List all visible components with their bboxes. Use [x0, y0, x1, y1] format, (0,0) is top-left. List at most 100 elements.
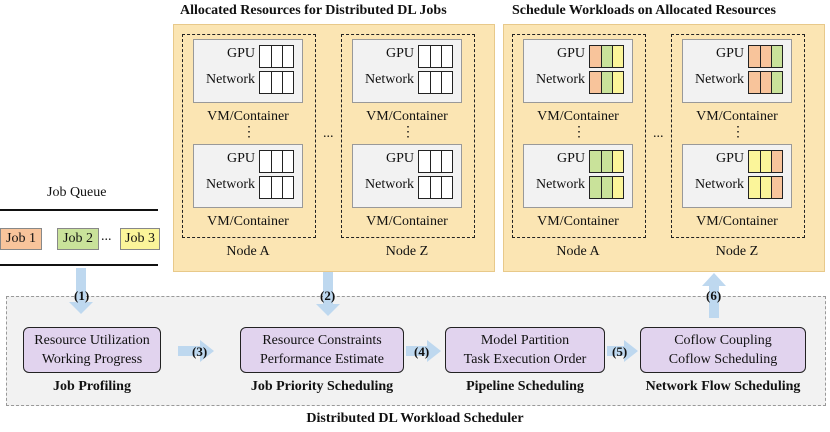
- gpu-cell: [260, 151, 271, 172]
- gpu-cell: [282, 46, 293, 67]
- gpu-label: GPU: [226, 46, 255, 61]
- gpu-label: GPU: [556, 46, 585, 61]
- job-profiling-label: Job Profiling: [53, 379, 131, 394]
- net-cells: [418, 71, 453, 94]
- gpu-cells: [259, 45, 294, 68]
- allocated-resources-title: Allocated Resources for Distributed DL J…: [180, 3, 447, 18]
- job-priority-line2: Performance Estimate: [259, 352, 384, 367]
- net-cell: [749, 177, 760, 198]
- job-profiling-line2: Working Progress: [41, 352, 143, 367]
- step-3-label: (3): [192, 344, 208, 359]
- vm-container-label: VM/Container: [696, 109, 778, 124]
- gpu-cell: [590, 46, 601, 67]
- network-label: Network: [206, 177, 255, 192]
- vertical-ellipsis: ⋮: [731, 125, 745, 140]
- vm-container-label: VM/Container: [537, 109, 619, 124]
- gpu-cell: [419, 46, 430, 67]
- node-ellipsis: ...: [323, 126, 334, 141]
- gpu-cells: [748, 150, 783, 173]
- gpu-cell: [771, 46, 782, 67]
- net-cell: [771, 72, 782, 93]
- node-z-box-scheduled: [671, 34, 805, 238]
- queue-ellipsis: ...: [101, 229, 112, 244]
- job-profiling-box: Resource Utilization Working Progress: [23, 327, 161, 373]
- network-label: Network: [206, 72, 255, 87]
- job-priority-box: Resource Constraints Performance Estimat…: [240, 327, 404, 373]
- pipeline-box: Model Partition Task Execution Order: [445, 327, 605, 373]
- network-label: Network: [365, 177, 414, 192]
- network-label: Network: [536, 177, 585, 192]
- gpu-label: GPU: [715, 46, 744, 61]
- gpu-label: GPU: [385, 46, 414, 61]
- gpu-cells: [589, 150, 624, 173]
- net-cell: [612, 177, 623, 198]
- net-cell: [760, 72, 771, 93]
- gpu-cell: [760, 46, 771, 67]
- net-cell: [282, 72, 293, 93]
- gpu-cell: [601, 151, 612, 172]
- step-6-label: (6): [706, 288, 722, 303]
- vm-container-label: VM/Container: [207, 109, 289, 124]
- net-cells: [589, 71, 624, 94]
- arrow-3: [178, 340, 214, 362]
- step-4-label: (4): [414, 344, 430, 359]
- pipeline-label: Pipeline Scheduling: [466, 379, 584, 394]
- gpu-label: GPU: [556, 151, 585, 166]
- job-3: Job 3: [120, 228, 160, 250]
- net-cells: [748, 71, 783, 94]
- gpu-cells: [418, 45, 453, 68]
- job-priority-label: Job Priority Scheduling: [250, 379, 394, 394]
- net-cell: [271, 72, 282, 93]
- network-label: Network: [695, 72, 744, 87]
- arrow-1: [69, 268, 93, 314]
- arrow-6: [702, 273, 726, 318]
- gpu-cell: [771, 151, 782, 172]
- net-cell: [612, 72, 623, 93]
- step-2-label: (2): [320, 288, 336, 303]
- node-z-label-scheduled: Node Z: [715, 244, 759, 259]
- net-cell: [419, 177, 430, 198]
- network-label: Network: [365, 72, 414, 87]
- arrow-5: [607, 340, 638, 362]
- net-cell: [430, 177, 441, 198]
- network-label: Network: [536, 72, 585, 87]
- pipeline-line1: Model Partition: [480, 333, 570, 348]
- net-cell: [260, 72, 271, 93]
- node-ellipsis-scheduled: ...: [653, 126, 664, 141]
- net-cell: [590, 177, 601, 198]
- net-cell: [760, 177, 771, 198]
- network-flow-label: Network Flow Scheduling: [645, 379, 801, 394]
- queue-bottom-line: [0, 264, 158, 266]
- gpu-cell: [612, 46, 623, 67]
- gpu-cell: [749, 151, 760, 172]
- job-1: Job 1: [0, 228, 42, 250]
- step-1-label: (1): [74, 288, 90, 303]
- gpu-cell: [601, 46, 612, 67]
- gpu-cell: [430, 151, 441, 172]
- network-flow-line1: Coflow Coupling: [674, 333, 772, 348]
- gpu-cells: [259, 150, 294, 173]
- net-cell: [601, 72, 612, 93]
- vm-container-label: VM/Container: [696, 214, 778, 229]
- vm-container-label: VM/Container: [537, 214, 619, 229]
- arrow-4: [406, 340, 441, 362]
- step-5-label: (5): [612, 344, 628, 359]
- job-queue-title: Job Queue: [47, 185, 107, 200]
- gpu-cells: [589, 45, 624, 68]
- net-cells: [418, 176, 453, 199]
- schedule-workloads-title: Schedule Workloads on Allocated Resource…: [512, 3, 776, 18]
- node-a-label: Node A: [226, 244, 270, 259]
- vm-container-label: VM/Container: [207, 214, 289, 229]
- gpu-cell: [430, 46, 441, 67]
- job-priority-line1: Resource Constraints: [262, 333, 382, 348]
- network-label: Network: [695, 177, 744, 192]
- gpu-label: GPU: [226, 151, 255, 166]
- net-cell: [749, 72, 760, 93]
- net-cells: [259, 176, 294, 199]
- gpu-cell: [271, 46, 282, 67]
- net-cells: [589, 176, 624, 199]
- gpu-cell: [612, 151, 623, 172]
- node-z-box: [341, 34, 475, 238]
- arrow-2: [316, 272, 340, 316]
